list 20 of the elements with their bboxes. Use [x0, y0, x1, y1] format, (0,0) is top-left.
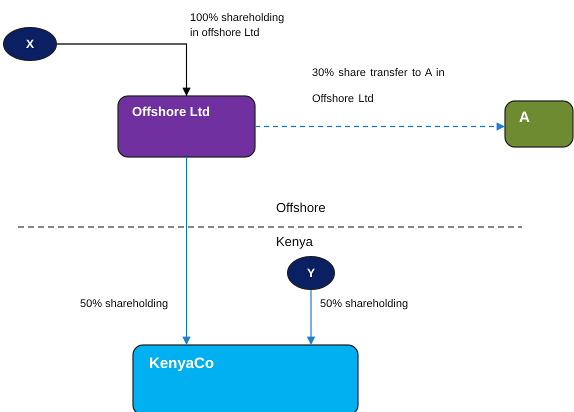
edge-label: 30% share transfer to A in Offshore Ltd	[312, 66, 446, 107]
node-label: A	[519, 109, 530, 126]
arrow	[306, 290, 316, 345]
edge-label: 100% shareholding in offshore Ltd	[190, 11, 286, 41]
region-label: Kenya	[276, 235, 313, 249]
company-box	[504, 100, 574, 148]
region-label: Offshore	[276, 201, 326, 215]
node-label: Y	[307, 266, 315, 280]
edge-label: 50% shareholding	[320, 297, 410, 311]
edge-label: 50% shareholding	[80, 297, 170, 311]
company-box	[117, 95, 256, 158]
person-ellipse	[287, 256, 335, 290]
arrow	[182, 157, 191, 345]
arrow	[57, 43, 191, 96]
node-label: X	[26, 37, 34, 51]
node-label: KenyaCo	[149, 355, 214, 372]
person-ellipse	[3, 27, 57, 61]
dashed-arrow	[255, 122, 505, 131]
node-label: Offshore Ltd	[132, 104, 210, 119]
company-box	[132, 344, 359, 412]
